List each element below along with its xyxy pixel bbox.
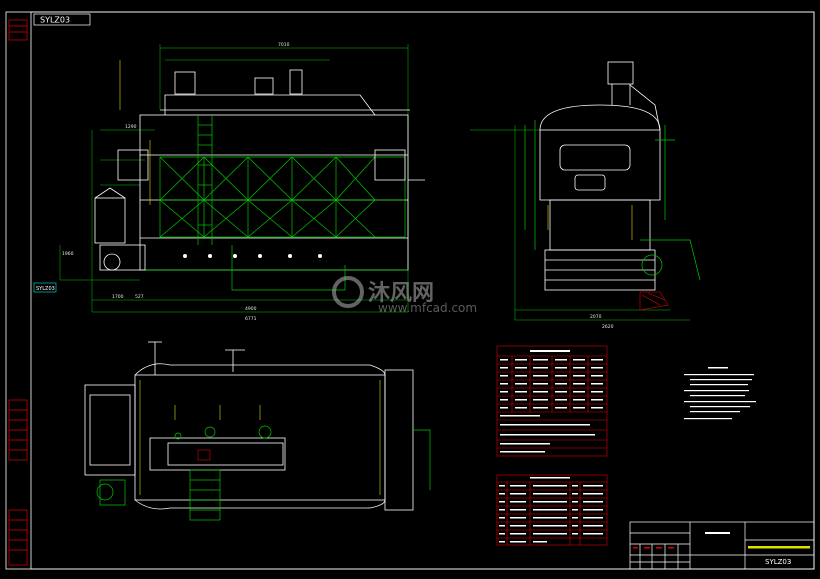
dim-front-total: 6771	[245, 316, 257, 322]
top-code-box	[33, 13, 91, 26]
spec-table-parts	[496, 474, 608, 546]
dim-right-width-b: 2620	[602, 324, 614, 330]
dim-front-length: 4900	[245, 306, 257, 312]
top-drawing-code: SYLZ03	[40, 16, 70, 25]
left-binding-strip	[8, 19, 28, 566]
technical-notes	[684, 367, 756, 420]
plan-view	[84, 341, 431, 521]
dim-b: 527	[135, 294, 144, 300]
dim-height-b: 1960	[62, 251, 74, 257]
left-code-box	[33, 282, 57, 293]
dim-a: 1700	[112, 294, 124, 300]
front-elevation-view: 7010 4900 6771 1290 1960 1700 527	[59, 42, 425, 322]
dim-right-width-a: 2070	[590, 314, 602, 320]
spec-table-main	[496, 345, 608, 457]
title-block-marks	[633, 532, 810, 549]
spec-table-parts-cells	[499, 477, 603, 543]
sheet-border	[5, 11, 815, 570]
watermark-brand: 沐风网	[368, 281, 434, 306]
dim-top-width: 7010	[278, 42, 290, 48]
title-block-drawing-code: SYLZ03	[765, 558, 791, 566]
watermark: 沐风网 www.mfcad.com	[332, 276, 477, 315]
side-elevation-view: 2070 2620	[470, 61, 701, 330]
watermark-url: www.mfcad.com	[378, 301, 477, 315]
left-drawing-code: SYLZ03	[36, 286, 55, 292]
dim-height-a: 1290	[125, 124, 137, 130]
spec-table-main-cells	[500, 350, 603, 453]
title-block	[629, 521, 815, 570]
